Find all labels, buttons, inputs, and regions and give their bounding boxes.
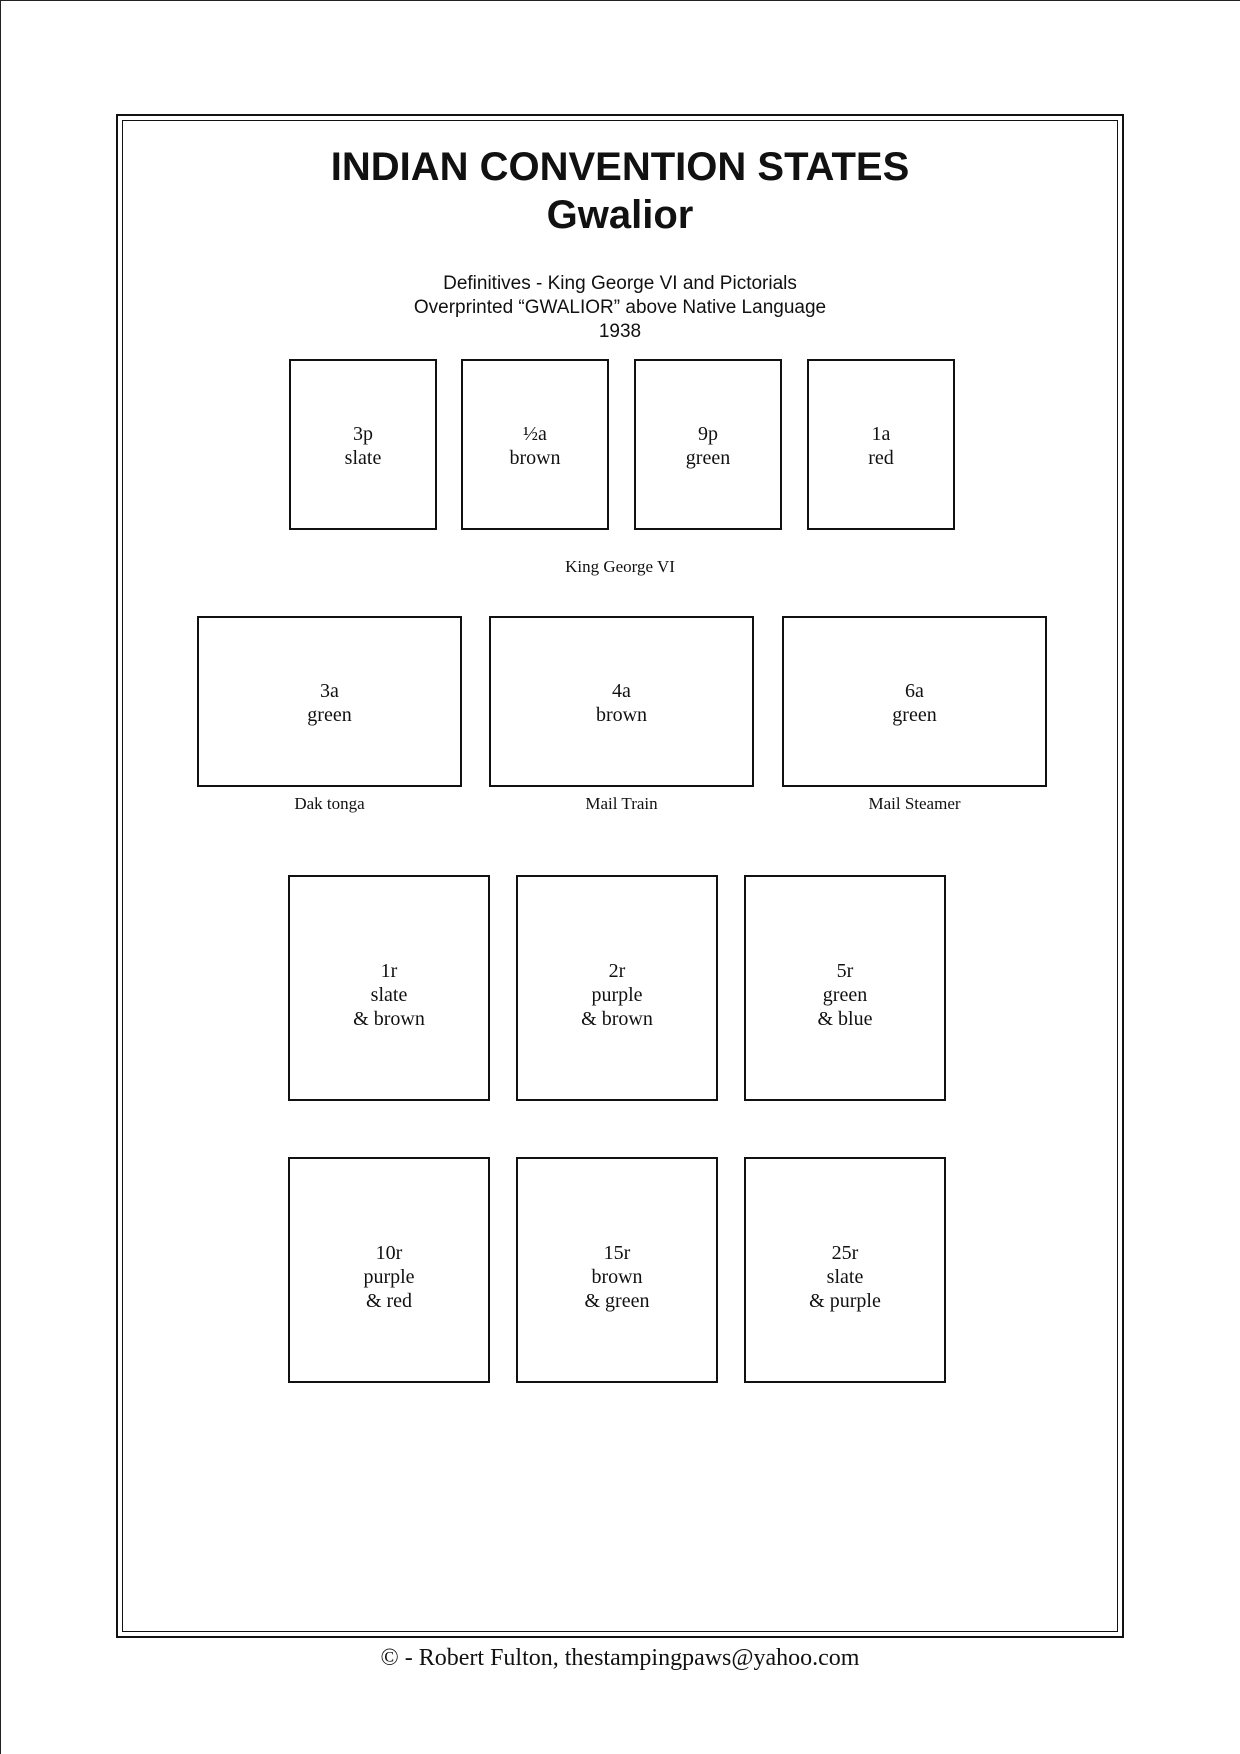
stamp-color-secondary: & red [365,1290,413,1312]
stamp-color-secondary: & brown [353,1008,425,1030]
stamp-color: brown [595,704,648,726]
stamp-label: 15r brown & green [518,1241,716,1313]
stamp-label: 5r green & blue [746,959,944,1031]
page-subtitle: Gwalior [546,193,694,237]
stamp-label: 3p slate [291,422,435,470]
stamp-value: 10r [375,1242,403,1264]
stamp-value: 1a [871,423,891,445]
stamp-value: 6a [905,680,924,702]
stamp-color: slate [370,984,408,1006]
stamp-label: 3a green [199,679,460,727]
stamp-color: red [868,447,894,469]
stamp-color: brown [509,447,561,469]
stamp-color: slate [826,1266,864,1288]
stamp-color: purple [591,984,643,1006]
stamp-label: 10r purple & red [290,1241,488,1313]
stamp-label: 1a red [809,422,953,470]
stamp-label: 9p green [636,422,780,470]
page-title: INDIAN CONVENTION STATES [330,145,910,189]
stamp-space[interactable]: 3a green [197,616,462,787]
issue-description: Definitives - King George VI and Pictori… [443,273,797,294]
stamp-space[interactable]: 3p slate [289,359,437,530]
stamp-value: 5r [836,960,854,982]
stamp-value: 25r [831,1242,859,1264]
page-edge [0,0,1240,1]
issue-overprint-note: Overprinted “GWALIOR” above Native Langu… [413,297,827,318]
stamp-label: 1r slate & brown [290,959,488,1031]
stamp-space[interactable]: 5r green & blue [744,875,946,1101]
row-caption: King George VI [565,557,675,576]
stamp-label: 2r purple & brown [518,959,716,1031]
stamp-color: green [822,984,868,1006]
stamp-value: 1r [380,960,398,982]
stamp-label: ½a brown [463,422,607,470]
stamp-space[interactable]: ½a brown [461,359,609,530]
page-edge [0,0,1,1754]
stamp-space[interactable]: 10r purple & red [288,1157,490,1383]
stamp-caption: Mail Train [585,794,658,813]
issue-year: 1938 [598,321,642,342]
stamp-space[interactable]: 4a brown [489,616,754,787]
stamp-space[interactable]: 9p green [634,359,782,530]
stamp-value: 15r [603,1242,631,1264]
copyright-footer: © - Robert Fulton, thestampingpaws@yahoo… [380,1645,860,1671]
stamp-space[interactable]: 15r brown & green [516,1157,718,1383]
album-page-border-inner [122,120,1118,1632]
stamp-value: 2r [608,960,626,982]
stamp-color-secondary: & purple [809,1290,881,1312]
stamp-color: slate [344,447,382,469]
stamp-color: purple [363,1266,415,1288]
stamp-space[interactable]: 6a green [782,616,1047,787]
stamp-value: 3p [353,423,373,445]
stamp-color: brown [591,1266,643,1288]
stamp-label: 6a green [784,679,1045,727]
stamp-label: 25r slate & purple [746,1241,944,1313]
stamp-value: 4a [612,680,631,702]
stamp-color-secondary: & blue [817,1008,873,1030]
stamp-space[interactable]: 2r purple & brown [516,875,718,1101]
stamp-color-secondary: & green [584,1290,650,1312]
stamp-space[interactable]: 1a red [807,359,955,530]
stamp-color: green [892,704,937,726]
stamp-value: 9p [698,423,718,445]
stamp-label: 4a brown [491,679,752,727]
album-page-border-outer [116,114,1124,1638]
stamp-caption: Mail Steamer [868,794,961,813]
stamp-space[interactable]: 25r slate & purple [744,1157,946,1383]
stamp-caption: Dak tonga [294,794,365,813]
stamp-value: 3a [320,680,339,702]
stamp-color: green [685,447,731,469]
stamp-color: green [307,704,352,726]
stamp-value: ½a [523,423,547,445]
stamp-color-secondary: & brown [581,1008,653,1030]
stamp-space[interactable]: 1r slate & brown [288,875,490,1101]
